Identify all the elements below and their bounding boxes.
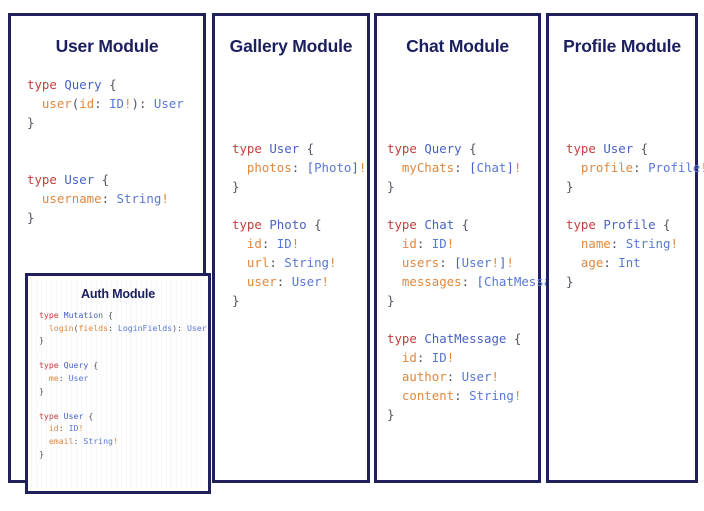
panel-title-auth-module: Auth Module (80, 287, 156, 301)
panel-chat-module[interactable]: Chat Module type Query { myChats: [Chat]… (374, 13, 581, 483)
panel-gallery-module[interactable]: Gallery Module type User { photos: [Phot… (212, 13, 370, 483)
code-block-user-module: type Query { user(id: ID!): User } type … (27, 77, 184, 225)
panel-profile-module[interactable]: Profile Module type User { profile: Prof… (546, 13, 704, 483)
code-block-chat-module: type Query { myChats: [Chat]! } type Cha… (387, 141, 581, 422)
code-block-auth-module: type Mutation { login(fields: LoginField… (39, 310, 207, 459)
panel-title-gallery-module: Gallery Module (229, 36, 353, 56)
panel-title-user-module: User Module (55, 36, 159, 56)
panel-title-profile-module: Profile Module (563, 36, 681, 56)
panel-user-module[interactable]: User Module type Query { user(id: ID!): … (8, 13, 211, 494)
code-block-profile-module: type User { profile: Profile! } type Pro… (566, 141, 704, 289)
panel-title-chat-module: Chat Module (406, 36, 509, 56)
panel-auth-module[interactable]: Auth Module type Mutation { login(fields… (25, 273, 211, 494)
code-block-gallery-module: type User { photos: [Photo]! } type Phot… (232, 141, 367, 308)
